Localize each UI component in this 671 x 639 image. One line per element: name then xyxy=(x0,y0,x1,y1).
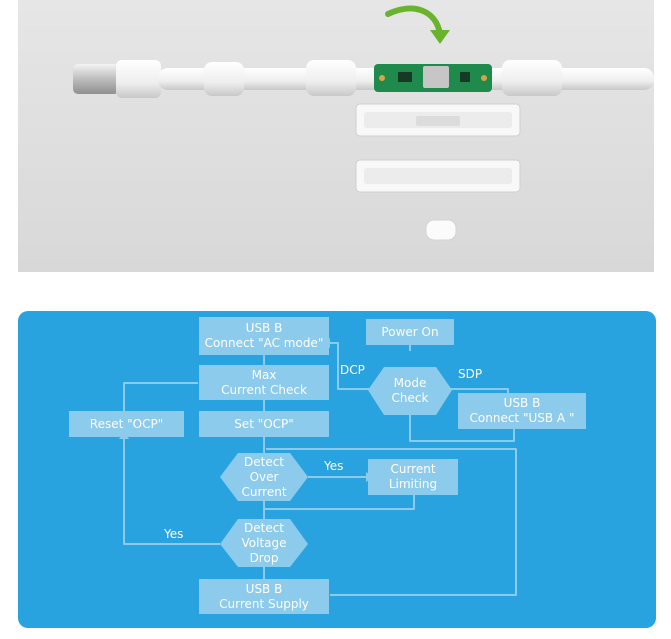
cable-sleeve-left xyxy=(204,62,244,96)
detect-voltage-drop-diamond xyxy=(220,519,308,567)
node-line: Current Supply xyxy=(219,596,309,611)
node-line: Limiting xyxy=(388,477,438,491)
node-line: Over xyxy=(249,469,279,484)
detect-voltage-drop-node: Detect Voltage Drop xyxy=(220,519,308,567)
usb-b-usb-a-node: USB B Connect "USB A " xyxy=(458,393,586,429)
usb-chip xyxy=(423,66,449,88)
detect-over-current-node: Detect Over Current xyxy=(220,453,308,501)
edge-label-dcp: DCP xyxy=(340,363,365,377)
connector-housing xyxy=(116,60,161,98)
node-line: USB B xyxy=(503,396,541,410)
cable-sleeve-right xyxy=(502,60,562,96)
reset-ocp-node: Reset "OCP" xyxy=(69,411,184,437)
lightning-connector xyxy=(73,64,119,94)
node-line: Power On xyxy=(381,324,439,339)
cable-sleeve-mid xyxy=(306,60,356,96)
arrow-icon xyxy=(385,5,443,37)
edge-reset-to-max xyxy=(123,382,198,411)
edge-supply-loop xyxy=(266,448,517,596)
product-photo xyxy=(18,0,654,272)
edge-label-sdp: SDP xyxy=(458,367,483,381)
flowchart-background xyxy=(18,311,656,628)
detect-over-current-diamond xyxy=(220,453,308,501)
node-line: Connect "USB A " xyxy=(469,411,575,425)
node-line: Check xyxy=(391,391,429,405)
mode-check-diamond xyxy=(368,367,452,415)
power-on-node: Power On xyxy=(366,319,454,345)
edge-voltage-to-reset xyxy=(123,439,220,545)
node-line: Detect xyxy=(243,454,284,469)
edge-label-yes-voltage: Yes xyxy=(164,527,184,541)
node-line: Mode xyxy=(393,376,427,390)
usb-b-ac-mode-node: USB B Connect "AC mode" xyxy=(199,317,329,355)
node-line: Voltage xyxy=(241,535,287,550)
max-current-check-node: Max Current Check xyxy=(199,365,329,400)
node-line: Current xyxy=(241,484,287,499)
node-line: Reset "OCP" xyxy=(89,416,164,431)
node-line: Connect "AC mode" xyxy=(204,336,324,350)
mode-check-node: Mode Check xyxy=(368,367,452,415)
edge-mode-sdp xyxy=(448,388,509,393)
node-line: USB B xyxy=(245,581,283,596)
current-limiting-node: Current Limiting xyxy=(368,459,458,495)
usb-b-current-supply-node: USB B Current Supply xyxy=(199,579,329,614)
edge-mode-dcp xyxy=(330,342,372,390)
node-line: Drop xyxy=(249,550,279,565)
node-line: USB B xyxy=(245,321,283,335)
node-line: Detect xyxy=(243,520,284,535)
node-line: Current Check xyxy=(221,382,307,397)
slider-button xyxy=(425,219,457,241)
edge-limit-loop xyxy=(264,492,415,510)
node-line: Set "OCP" xyxy=(234,416,294,431)
flowchart: USB B Connect "AC mode" Power On Max Cur… xyxy=(18,311,656,628)
set-ocp-node: Set "OCP" xyxy=(199,411,329,437)
edge-usba-to-mode xyxy=(409,415,515,442)
node-line: Max xyxy=(251,367,277,382)
node-line: Current xyxy=(390,462,436,476)
edge-label-yes-over: Yes xyxy=(324,459,344,473)
